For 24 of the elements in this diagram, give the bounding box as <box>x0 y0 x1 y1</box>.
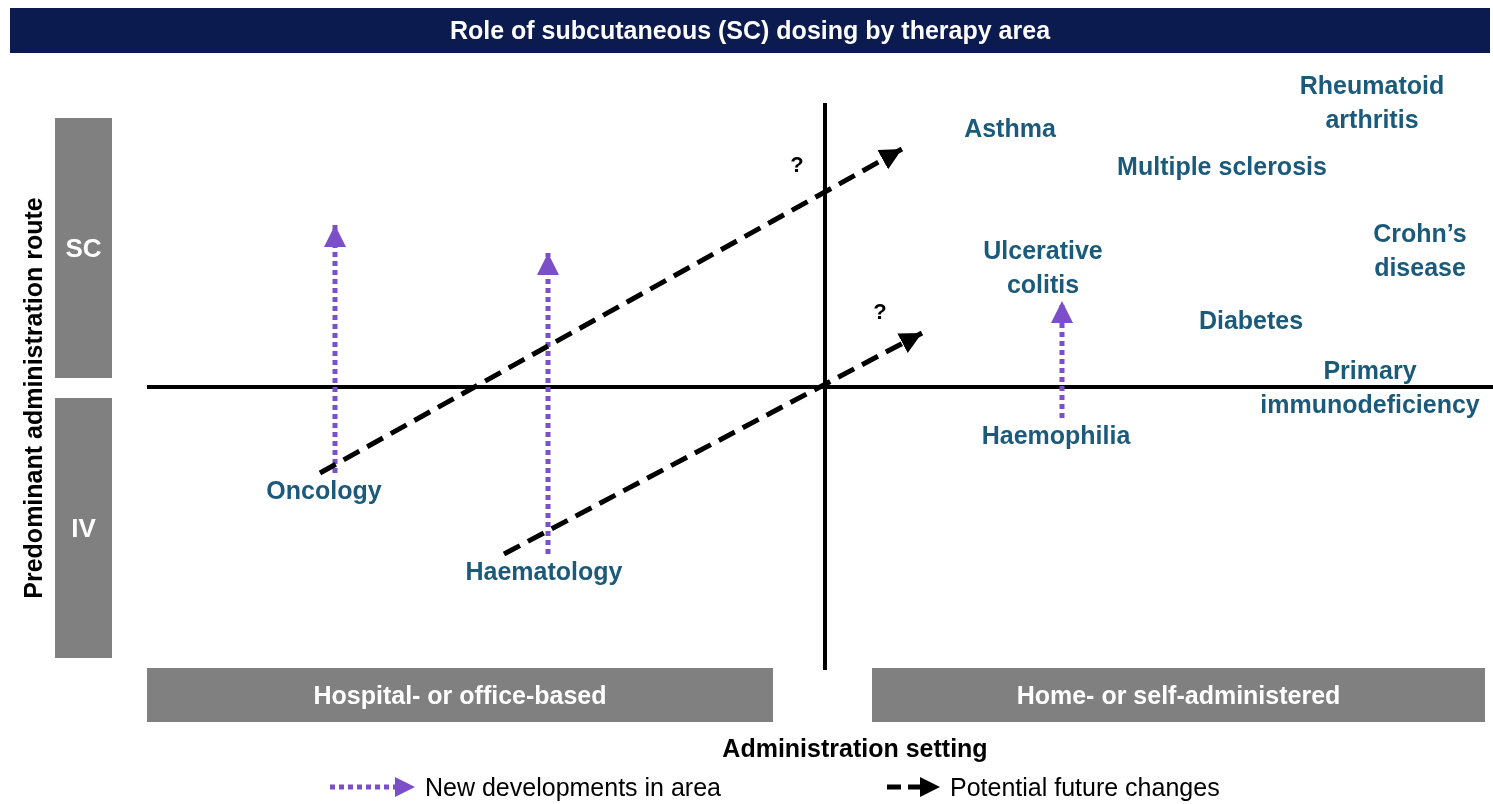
axis-title: Predominant administration route <box>18 197 48 599</box>
setting-band: Hospital- or office-based <box>147 668 773 722</box>
therapy-area-label: Multiple sclerosis <box>1077 149 1367 183</box>
therapy-area-label: Diabetes <box>1176 303 1326 337</box>
axis-title: Administration setting <box>722 733 988 763</box>
legend-text: New developments in area <box>425 772 721 802</box>
therapy-area-label: Primary immunodeficiency <box>1250 353 1490 421</box>
route-band: SC <box>55 118 112 378</box>
dotted-arrow <box>537 253 559 554</box>
route-band: IV <box>55 398 112 658</box>
dotted-arrow <box>1051 301 1073 418</box>
therapy-area-label: Crohn’s disease <box>1350 216 1490 284</box>
therapy-area-label: Rheumatoid arthritis <box>1272 68 1472 136</box>
setting-band: Home- or self-administered <box>872 668 1485 722</box>
therapy-area-label: Oncology <box>239 473 409 507</box>
dashed-arrow <box>502 330 924 557</box>
therapy-area-label: Asthma <box>940 111 1080 145</box>
therapy-area-label: Haematology <box>434 554 654 588</box>
therapy-area-label: Ulcerative colitis <box>953 233 1133 301</box>
legend-text: Potential future changes <box>950 772 1220 802</box>
dashed-arrow <box>318 146 904 476</box>
dotted-arrow <box>324 225 346 473</box>
therapy-area-label: Haemophilia <box>961 418 1151 452</box>
title-banner: Role of subcutaneous (SC) dosing by therapy area <box>10 8 1490 53</box>
